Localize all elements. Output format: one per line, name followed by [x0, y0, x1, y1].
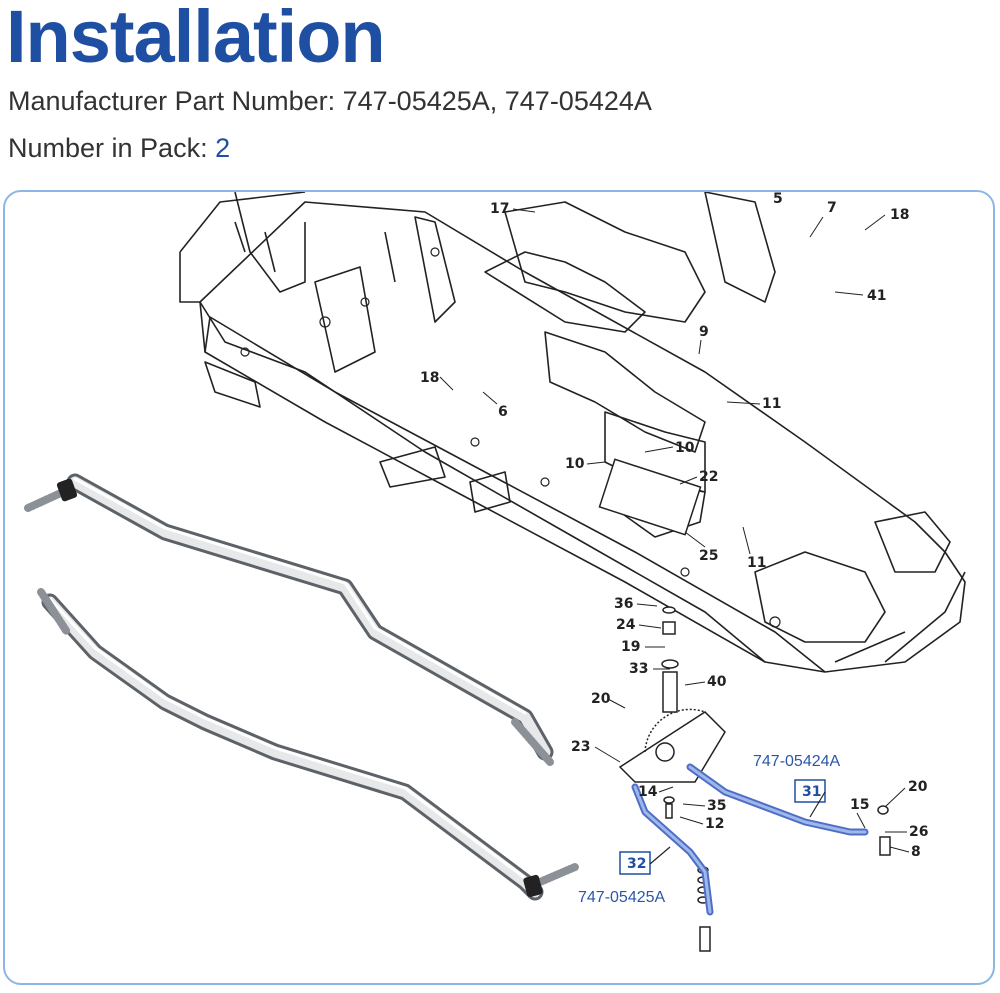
- callout-6: 6: [498, 404, 508, 420]
- number-in-pack: Number in Pack: 2: [8, 133, 230, 164]
- callout-18-mid: 18: [420, 370, 439, 386]
- drag-link-rods-photo: [24, 473, 579, 901]
- tractor-frame-drawing: [179, 192, 966, 673]
- callout-17: 17: [490, 201, 509, 217]
- callout-35: 35: [707, 798, 726, 814]
- callout-19: 19: [621, 639, 640, 655]
- callout-33: 33: [629, 661, 648, 677]
- callout-41: 41: [867, 288, 886, 304]
- callout-23: 23: [571, 739, 590, 755]
- callout-15: 15: [850, 797, 869, 813]
- callout-numbers: 17 5 7 18 41 9 18 6 11 10 10 22 25 11 36…: [420, 192, 928, 860]
- callout-5: 5: [773, 192, 783, 207]
- callout-8: 8: [911, 844, 921, 860]
- pack-value: 2: [215, 133, 231, 163]
- callout-26: 26: [909, 824, 928, 840]
- installation-diagram-frame: 747-05424A 747-05425A 31 32 17 5 7 18 41…: [3, 190, 995, 985]
- callout-10-left: 10: [565, 456, 585, 472]
- callout-40: 40: [707, 674, 727, 690]
- frame-holes: [240, 247, 781, 628]
- installation-diagram: 747-05424A 747-05425A 31 32 17 5 7 18 41…: [24, 192, 966, 952]
- part-label-lower: 747-05425A: [578, 889, 666, 906]
- manufacturer-part-number: Manufacturer Part Number: 747-05425A, 74…: [8, 86, 652, 117]
- mpn-label: Manufacturer Part Number:: [8, 86, 343, 116]
- callout-12: 12: [705, 816, 724, 832]
- callout-11-low: 11: [747, 555, 766, 571]
- pack-label: Number in Pack:: [8, 133, 216, 163]
- leader-lines: [439, 208, 910, 853]
- callout-18-top: 18: [890, 207, 909, 223]
- sector-gear-assembly: [598, 458, 891, 952]
- callout-36: 36: [614, 596, 633, 612]
- callout-box-lower: 32: [627, 856, 646, 872]
- callout-11-top: 11: [762, 396, 781, 412]
- part-label-upper: 747-05424A: [753, 753, 841, 770]
- callout-10-right: 10: [675, 440, 695, 456]
- callout-box-upper: 31: [802, 784, 821, 800]
- callout-20-right: 20: [908, 779, 928, 795]
- callout-14: 14: [638, 784, 658, 800]
- page-title: Installation: [6, 0, 386, 78]
- mpn-value: 747-05425A, 747-05424A: [342, 86, 652, 116]
- callout-25: 25: [699, 548, 718, 564]
- callout-22: 22: [699, 469, 718, 485]
- callout-9: 9: [699, 324, 709, 340]
- callout-7: 7: [827, 200, 837, 216]
- callout-24: 24: [616, 617, 636, 633]
- callout-20-left: 20: [591, 691, 611, 707]
